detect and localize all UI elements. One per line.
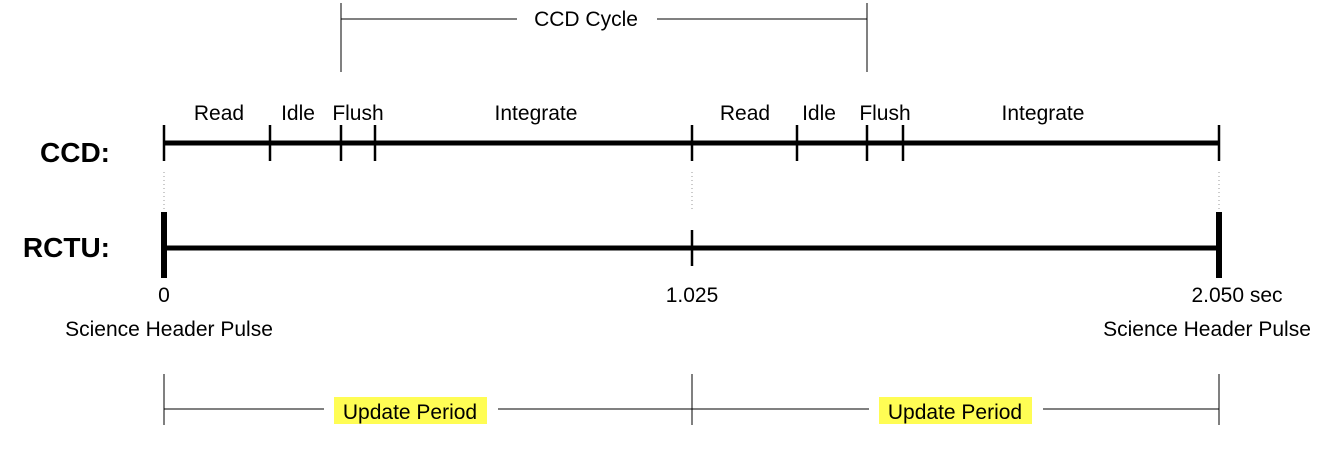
ccd-timeline: CCD: (40, 125, 1221, 168)
phase-label-read-2: Read (720, 102, 770, 125)
phase-label-integrate-1: Integrate (495, 102, 578, 125)
rctu-row-label: RCTU: (23, 232, 110, 263)
ccd-row-label: CCD: (40, 137, 110, 168)
pulse-label-right: Science Header Pulse (1103, 318, 1311, 341)
phase-label-flush-1: Flush (332, 102, 383, 125)
phase-label-idle-1: Idle (281, 102, 315, 125)
ccd-cycle-bracket: CCD Cycle (340, 3, 868, 72)
update-period-1-highlight (334, 397, 487, 424)
time-label-start: 0 (158, 284, 170, 307)
time-label-end: 2.050 sec (1191, 284, 1282, 307)
update-period-1-label: Update Period (343, 401, 477, 424)
pulse-labels: Science Header Pulse Science Header Puls… (65, 318, 1311, 341)
phase-label-flush-2: Flush (859, 102, 910, 125)
alignment-guides (163, 172, 1220, 212)
update-period-2-label: Update Period (888, 401, 1022, 424)
ccd-cycle-label: CCD Cycle (534, 8, 638, 31)
phase-labels: Read Idle Flush Integrate Read Idle Flus… (194, 102, 1085, 125)
update-period-brackets: Update Period Update Period (163, 374, 1220, 425)
phase-label-read-1: Read (194, 102, 244, 125)
update-period-2-highlight (879, 397, 1032, 424)
time-labels: 0 1.025 2.050 sec (158, 284, 1282, 307)
time-label-mid: 1.025 (666, 284, 719, 307)
phase-label-integrate-2: Integrate (1002, 102, 1085, 125)
phase-label-idle-2: Idle (802, 102, 836, 125)
rctu-timeline: RCTU: (23, 212, 1222, 278)
pulse-label-left: Science Header Pulse (65, 318, 273, 341)
